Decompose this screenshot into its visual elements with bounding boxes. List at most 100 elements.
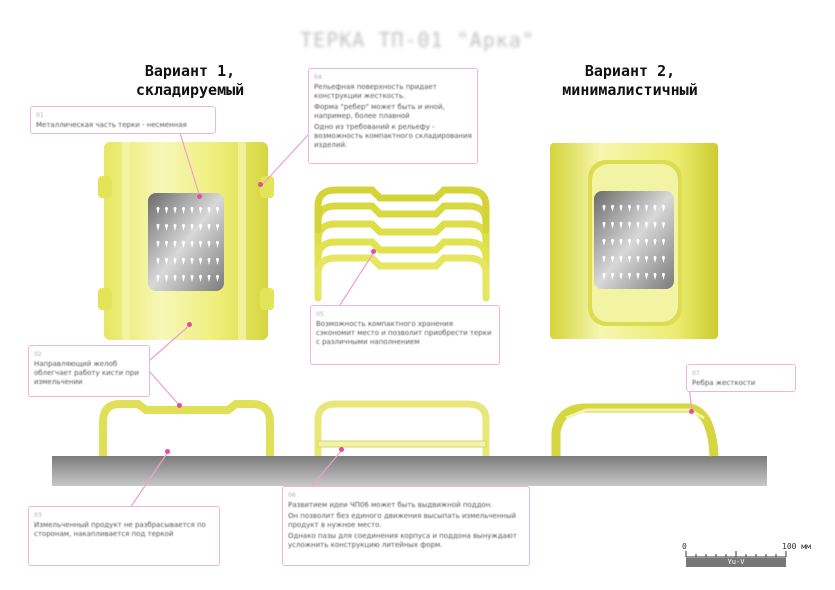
variant-2-profile <box>551 403 719 457</box>
grater-hole <box>627 221 632 229</box>
grater-hole <box>215 274 220 282</box>
grater-hole <box>644 255 649 263</box>
grater-hole <box>610 221 615 229</box>
grater-hole <box>190 206 194 214</box>
grater-hole <box>602 204 606 212</box>
note-01-text: Металлическая часть терки - несменная <box>36 121 187 129</box>
grater-hole <box>156 257 160 265</box>
grater-hole <box>602 272 606 280</box>
grater-hole <box>164 257 169 265</box>
variant-1-line2: складируемый <box>135 81 245 99</box>
grater-hole <box>636 238 640 246</box>
grater-hole <box>215 257 220 265</box>
grater-hole <box>164 223 169 231</box>
anchor-dot-01 <box>197 194 202 199</box>
grater-hole <box>173 223 177 231</box>
scale-start-label: 0 <box>682 542 687 551</box>
grater-hole <box>636 221 640 229</box>
grater-hole <box>644 238 649 246</box>
tray-profile <box>314 400 490 456</box>
grater-hole <box>198 240 203 248</box>
grater-hole <box>636 255 640 263</box>
grater-hole <box>653 221 657 229</box>
page-title: ТЕРКА ТП-01 "Арка" <box>300 28 535 52</box>
note-03-number: 03 <box>34 512 42 519</box>
grater-hole <box>190 223 194 231</box>
variant-1-profile <box>99 400 274 456</box>
note-06-text-2: Он позволит без единого движения высыпат… <box>288 512 517 529</box>
variant-1-grater-front <box>98 142 274 340</box>
grater-hole <box>602 255 606 263</box>
grater-hole <box>619 238 623 246</box>
grater-hole <box>627 272 632 280</box>
grater-hole <box>198 223 203 231</box>
note-04-text-1: Рельефная поверхность придает конструкци… <box>314 83 437 100</box>
grater-hole <box>653 238 657 246</box>
grater-hole <box>636 204 640 212</box>
anchor-dot-03 <box>165 449 170 454</box>
grater-hole <box>636 272 640 280</box>
grater-hole <box>627 204 632 212</box>
anchor-dot-02a <box>187 322 192 327</box>
scale-bar: 0 100 мм Yu-V <box>682 542 822 572</box>
leader-lines <box>129 132 693 509</box>
grater-hole <box>653 255 657 263</box>
anchor-dot-07 <box>689 409 694 414</box>
grater-hole <box>602 221 606 229</box>
note-06-text-1: Развитием идеи ЧП06 может быть выдвижной… <box>288 501 493 509</box>
grater-hole <box>198 257 203 265</box>
grater-hole <box>653 204 657 212</box>
grater-hole <box>156 206 160 214</box>
grater-hole <box>190 274 194 282</box>
grater-hole <box>207 257 211 265</box>
grater-hole <box>661 272 666 280</box>
grater-hole <box>610 272 615 280</box>
grater-hole <box>661 204 666 212</box>
grater-hole <box>619 221 623 229</box>
grater-hole <box>181 223 186 231</box>
grater-hole <box>644 204 649 212</box>
variant-2-heading: Вариант 2, минималистичный <box>540 62 720 100</box>
note-06-text-3: Однако пазы для соединения корпуса и под… <box>288 532 517 549</box>
grater-hole <box>610 255 615 263</box>
variant-2-line2: минималистичный <box>562 81 698 99</box>
grater-hole <box>207 206 211 214</box>
grater-hole <box>207 274 211 282</box>
scale-author-label: Yu-V <box>686 558 786 567</box>
anchor-dot-02b <box>177 403 182 408</box>
anchor-dot-04 <box>258 182 263 187</box>
anchor-dot-06 <box>339 447 344 452</box>
note-01: 01 Металлическая часть терки - несменная <box>30 106 216 134</box>
note-04-number: 04 <box>314 74 322 81</box>
grater-hole <box>173 257 177 265</box>
note-03-text: Измельченный продукт не разбрасывается п… <box>34 521 206 538</box>
note-05-number: 05 <box>316 311 324 318</box>
grater-hole <box>173 274 177 282</box>
note-02-number: 02 <box>34 351 42 358</box>
grater-hole <box>181 257 186 265</box>
note-02: 02 Направляющий желоб облегчает работу к… <box>28 345 150 397</box>
variant-1-heading: Вариант 1, складируемый <box>100 62 280 100</box>
note-02-text: Направляющий желоб облегчает работу кист… <box>34 360 139 386</box>
grater-hole <box>164 206 169 214</box>
note-04-text-3: Одно из требований к рельефу - возможнос… <box>314 123 472 149</box>
grater-hole <box>619 272 623 280</box>
grater-hole <box>215 223 220 231</box>
grater-hole <box>156 274 160 282</box>
note-05: 05 Возможность компактного хранения сэко… <box>310 305 500 365</box>
grater-hole <box>627 238 632 246</box>
note-04: 04 Рельефная поверхность придает констру… <box>308 68 478 164</box>
grater-hole <box>661 221 666 229</box>
grater-hole <box>173 240 177 248</box>
grater-hole <box>198 274 203 282</box>
grater-hole <box>661 238 666 246</box>
grater-hole <box>215 206 220 214</box>
grater-hole <box>164 240 169 248</box>
grater-hole <box>661 255 666 263</box>
grater-hole <box>156 240 160 248</box>
grater-hole <box>215 240 220 248</box>
ground-surface <box>52 456 767 486</box>
note-05-text: Возможность компактного хранения сэконом… <box>316 320 492 346</box>
grater-hole <box>644 272 649 280</box>
